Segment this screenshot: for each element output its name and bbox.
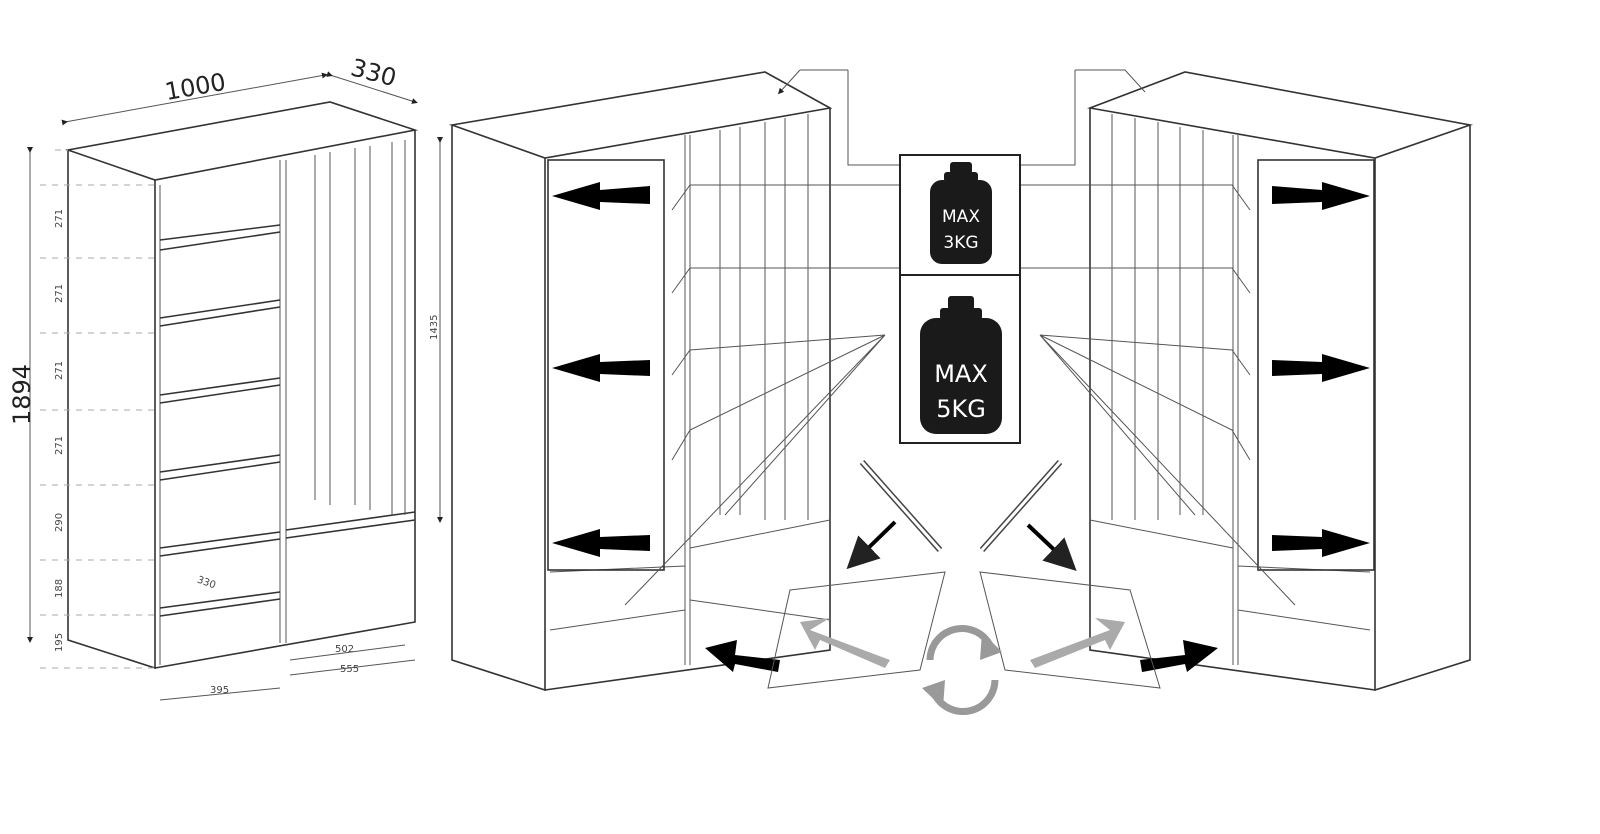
width-label: 1000 [163, 68, 228, 106]
spacing-label: 195 [54, 633, 65, 652]
flap-panel [767, 571, 946, 689]
flap-panel [979, 571, 1161, 689]
upper-height-label: 1435 [429, 315, 440, 340]
weight-5kg-line2: 5KG [936, 395, 986, 423]
spacing-label: 271 [54, 361, 65, 380]
arrow-left-icon [552, 354, 650, 382]
spacing-label: 290 [54, 513, 65, 532]
spacing-label: 188 [54, 579, 65, 598]
arrow-icon [846, 520, 897, 570]
open-direction-arrows [1140, 182, 1370, 672]
arrow-left-icon [552, 182, 650, 210]
bottom-right-inner-label: 502 [335, 644, 354, 655]
weight-3kg-icon: MAX 3KG [930, 162, 992, 264]
gas-strut-icon [859, 460, 943, 552]
spacing-label: 271 [54, 284, 65, 303]
height-label: 1894 [8, 364, 36, 425]
weight-5kg-line1: MAX [934, 360, 988, 388]
arrow-right-icon [1272, 529, 1370, 557]
weight-3kg-line1: MAX [942, 207, 980, 227]
flap-arrow-icon [800, 618, 890, 668]
door-panel [547, 159, 665, 571]
flap-arrow-icon [1030, 618, 1125, 668]
spacing-label: 271 [54, 436, 65, 455]
arrow-right-icon [1140, 640, 1218, 672]
arrow-left-icon [552, 529, 650, 557]
inner-depth-label: 330 [195, 575, 217, 592]
open-direction-arrows [552, 182, 780, 672]
arrow-icon [1026, 523, 1077, 571]
dimensioned-cabinet: 1000 330 1894 1435 271 271 271 271 290 1… [8, 53, 443, 701]
weight-3kg-line2: 3KG [943, 233, 978, 253]
spacing-label: 271 [54, 209, 65, 228]
door-panel [1257, 159, 1375, 571]
cabinet-variant-left [448, 69, 946, 692]
arrow-left-icon [705, 640, 780, 672]
bottom-right-outer-label: 555 [340, 664, 359, 675]
arrow-right-icon [1272, 354, 1370, 382]
arrow-right-icon [1272, 182, 1370, 210]
shelves [159, 224, 416, 617]
cabinet-variant-right [979, 69, 1474, 691]
weight-5kg-icon: MAX 5KG [920, 296, 1002, 434]
depth-label: 330 [348, 53, 399, 92]
gas-strut-icon [979, 460, 1063, 552]
load-limit-panel: MAX 3KG MAX 5KG [899, 154, 1021, 444]
rotate-icon [922, 625, 1002, 715]
bottom-left-label: 395 [210, 685, 229, 696]
vertical-slats [314, 140, 406, 515]
